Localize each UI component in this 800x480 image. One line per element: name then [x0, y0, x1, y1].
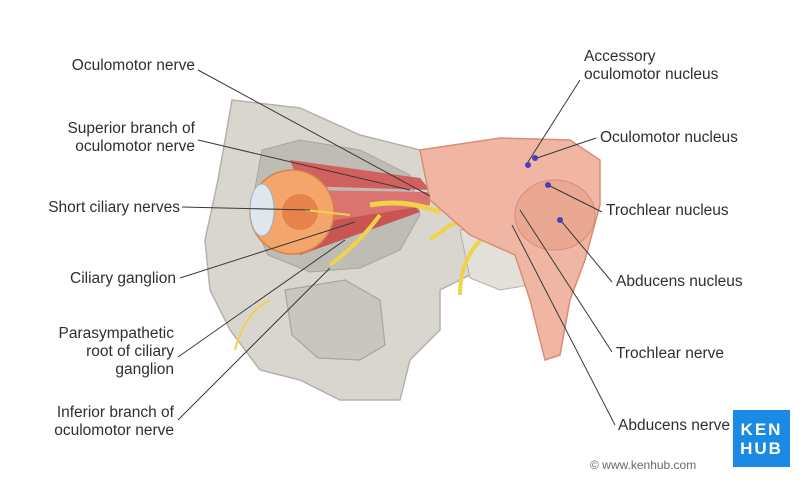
- leader-abducens-nucleus: [561, 221, 613, 283]
- label-parasympathetic-line3: ganglion: [115, 361, 174, 378]
- kenhub-logo[interactable]: KEN HUB: [733, 410, 790, 467]
- nerve-oculomotor: [369, 200, 441, 215]
- label-inferior-branch: Inferior branch of oculomotor nerve: [10, 404, 174, 440]
- leader-abducens-nerve: [511, 224, 616, 426]
- maxillary-sinus: [284, 279, 386, 361]
- nucleus-abducens: [557, 217, 563, 223]
- label-trochlear-nerve: Trochlear nerve: [616, 345, 724, 363]
- leader-parasympathetic: [177, 239, 346, 358]
- label-superior-branch-line1: Superior branch of: [67, 120, 195, 137]
- label-trochlear-nucleus-text: Trochlear nucleus: [606, 202, 729, 219]
- nerve-inferior-branch: [328, 213, 382, 267]
- label-short-ciliary-nerves: Short ciliary nerves: [10, 199, 180, 217]
- label-parasympathetic-line1: Parasympathetic: [58, 325, 174, 342]
- iris: [282, 194, 318, 230]
- label-oculomotor-nucleus: Oculomotor nucleus: [600, 129, 738, 147]
- copyright-credit: © www.kenhub.com: [590, 458, 697, 472]
- leader-ciliary-ganglion: [179, 221, 356, 279]
- leader-inferior-branch: [177, 267, 331, 421]
- label-oculomotor-nerve: Oculomotor nerve: [30, 57, 195, 75]
- pons: [514, 179, 596, 251]
- label-trochlear-nerve-text: Trochlear nerve: [616, 345, 724, 362]
- label-abducens-nucleus: Abducens nucleus: [616, 273, 743, 291]
- label-trochlear-nucleus: Trochlear nucleus: [606, 202, 729, 220]
- label-superior-branch: Superior branch of oculomotor nerve: [20, 120, 195, 156]
- label-parasympathetic-root: Parasympathetic root of ciliary ganglion: [20, 325, 174, 379]
- label-oculomotor-nucleus-text: Oculomotor nucleus: [600, 129, 738, 146]
- leader-oculomotor: [197, 69, 431, 197]
- label-parasympathetic-line2: root of ciliary: [86, 343, 174, 360]
- nucleus-trochlear: [545, 182, 551, 188]
- logo-line2: HUB: [740, 438, 783, 458]
- leader-trochlear-nerve: [519, 209, 613, 353]
- leader-accessory: [527, 79, 581, 163]
- leader-oculomotor-nucleus: [536, 137, 597, 159]
- label-abducens-nucleus-text: Abducens nucleus: [616, 273, 743, 290]
- label-abducens-nerve: Abducens nerve: [618, 417, 730, 435]
- cornea: [249, 183, 275, 237]
- label-accessory-nucleus: Accessory oculomotor nucleus: [584, 48, 718, 84]
- leader-short-ciliary: [181, 206, 311, 211]
- label-superior-branch-line2: oculomotor nerve: [75, 138, 195, 155]
- leader-superior-branch: [197, 139, 411, 191]
- label-ciliary-ganglion: Ciliary ganglion: [20, 270, 176, 288]
- label-inferior-branch-line2: oculomotor nerve: [54, 422, 174, 439]
- leader-trochlear-nucleus: [549, 185, 603, 213]
- nerve-infraorbital: [234, 299, 271, 351]
- logo-line1: KEN: [740, 419, 783, 439]
- label-ciliary-ganglion-text: Ciliary ganglion: [70, 270, 176, 287]
- nucleus-accessory: [525, 162, 531, 168]
- nerve-short-ciliary: [304, 209, 351, 216]
- label-short-ciliary-text: Short ciliary nerves: [48, 199, 180, 216]
- leader-lines: [177, 69, 616, 426]
- label-accessory-line1: Accessory: [584, 48, 656, 65]
- label-inferior-branch-line1: Inferior branch of: [56, 404, 174, 421]
- label-abducens-nerve-text: Abducens nerve: [618, 417, 730, 434]
- nucleus-oculomotor: [532, 155, 538, 161]
- label-oculomotor-nerve-text: Oculomotor nerve: [71, 57, 195, 74]
- label-accessory-line2: oculomotor nucleus: [584, 66, 719, 83]
- muscle-superior: [290, 160, 430, 190]
